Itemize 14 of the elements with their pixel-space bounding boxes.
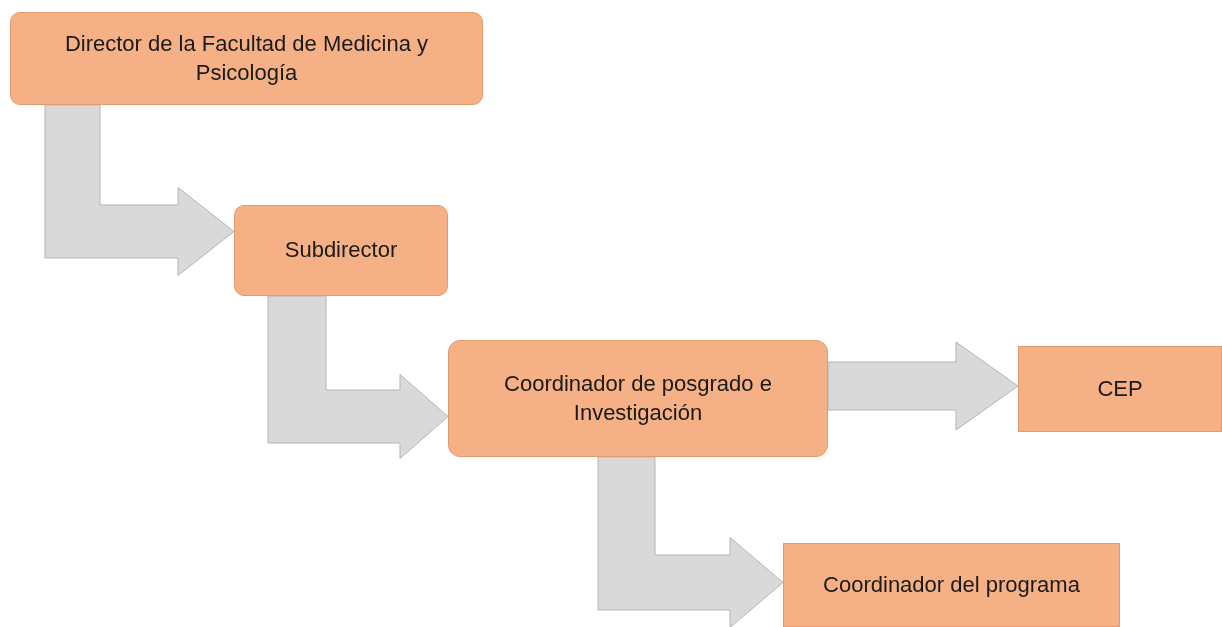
- org-box: [10, 12, 483, 105]
- block-arrow: [827, 341, 1019, 431]
- org-box: [1018, 346, 1222, 432]
- org-box: [234, 205, 448, 296]
- box-label: Director de la Facultad de Medicina y Psicología: [63, 29, 430, 87]
- box-label: Coordinador del programa: [822, 570, 1081, 599]
- block-arrow: [597, 456, 784, 627]
- org-box: [783, 543, 1120, 627]
- org-box: [448, 340, 828, 457]
- box-label: Subdirector: [283, 236, 399, 265]
- block-arrow: [267, 295, 449, 459]
- box-label: Coordinador de posgrado e Investigación: [503, 369, 773, 427]
- block-arrow: [44, 104, 235, 276]
- box-label: CEP: [1096, 374, 1144, 403]
